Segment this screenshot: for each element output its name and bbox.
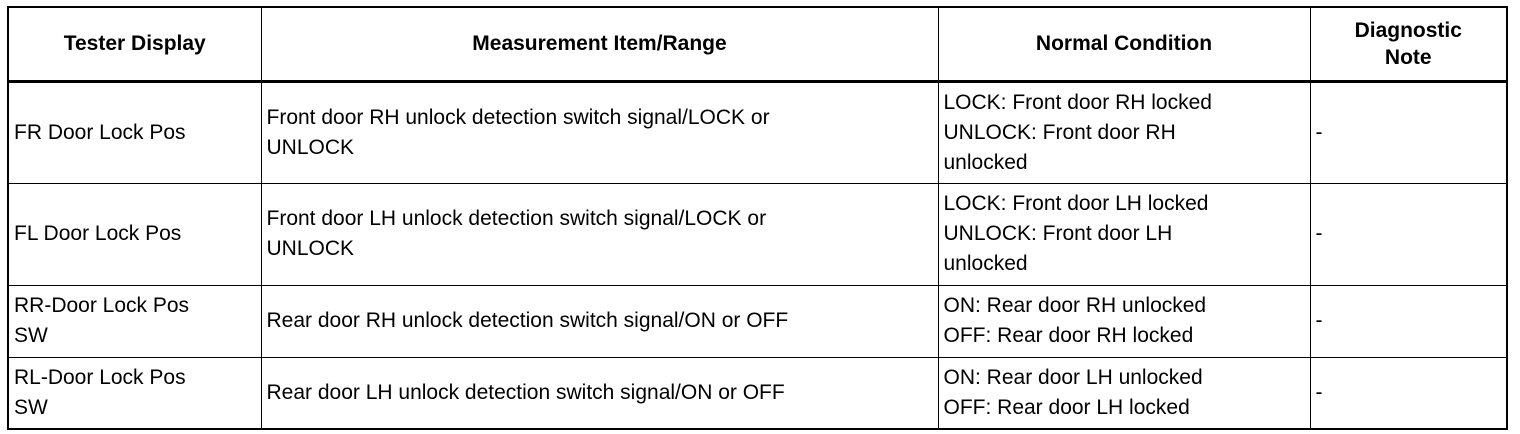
header-normal-condition: Normal Condition: [937, 6, 1311, 82]
cell-measurement-item: Rear door RH unlock detection switch sig…: [260, 284, 939, 358]
table-row: FL Door Lock Pos Front door LH unlock de…: [7, 182, 1508, 286]
table-row: FR Door Lock Pos Front door RH unlock de…: [7, 79, 1508, 184]
cell-diagnostic-note: -: [1309, 182, 1508, 286]
table-header: Tester Display Measurement Item/Range No…: [7, 6, 1508, 82]
cell-measurement-item: Front door LH unlock detection switch si…: [260, 182, 939, 286]
cell-measurement-item: Rear door LH unlock detection switch sig…: [260, 356, 939, 430]
cell-normal-condition: ON: Rear door LH unlocked OFF: Rear door…: [937, 356, 1311, 430]
header-diagnostic-note: Diagnostic Note: [1309, 6, 1508, 82]
header-tester-display: Tester Display: [7, 6, 262, 82]
cell-tester-display: RL-Door Lock Pos SW: [7, 356, 262, 430]
diagnostic-data-table: Tester Display Measurement Item/Range No…: [7, 6, 1508, 430]
cell-tester-display: RR-Door Lock Pos SW: [7, 284, 262, 358]
cell-normal-condition: LOCK: Front door RH locked UNLOCK: Front…: [937, 79, 1311, 184]
cell-diagnostic-note: -: [1309, 284, 1508, 358]
cell-tester-display: FR Door Lock Pos: [7, 79, 262, 184]
table-row: RL-Door Lock Pos SW Rear door LH unlock …: [7, 356, 1508, 430]
cell-tester-display: FL Door Lock Pos: [7, 182, 262, 286]
cell-normal-condition: ON: Rear door RH unlocked OFF: Rear door…: [937, 284, 1311, 358]
cell-normal-condition: LOCK: Front door LH locked UNLOCK: Front…: [937, 182, 1311, 286]
cell-diagnostic-note: -: [1309, 79, 1508, 184]
header-measurement-item: Measurement Item/Range: [260, 6, 939, 82]
cell-measurement-item: Front door RH unlock detection switch si…: [260, 79, 939, 184]
table-row: RR-Door Lock Pos SW Rear door RH unlock …: [7, 284, 1508, 358]
table-body: FR Door Lock Pos Front door RH unlock de…: [7, 79, 1508, 430]
cell-diagnostic-note: -: [1309, 356, 1508, 430]
header-row: Tester Display Measurement Item/Range No…: [7, 6, 1508, 82]
